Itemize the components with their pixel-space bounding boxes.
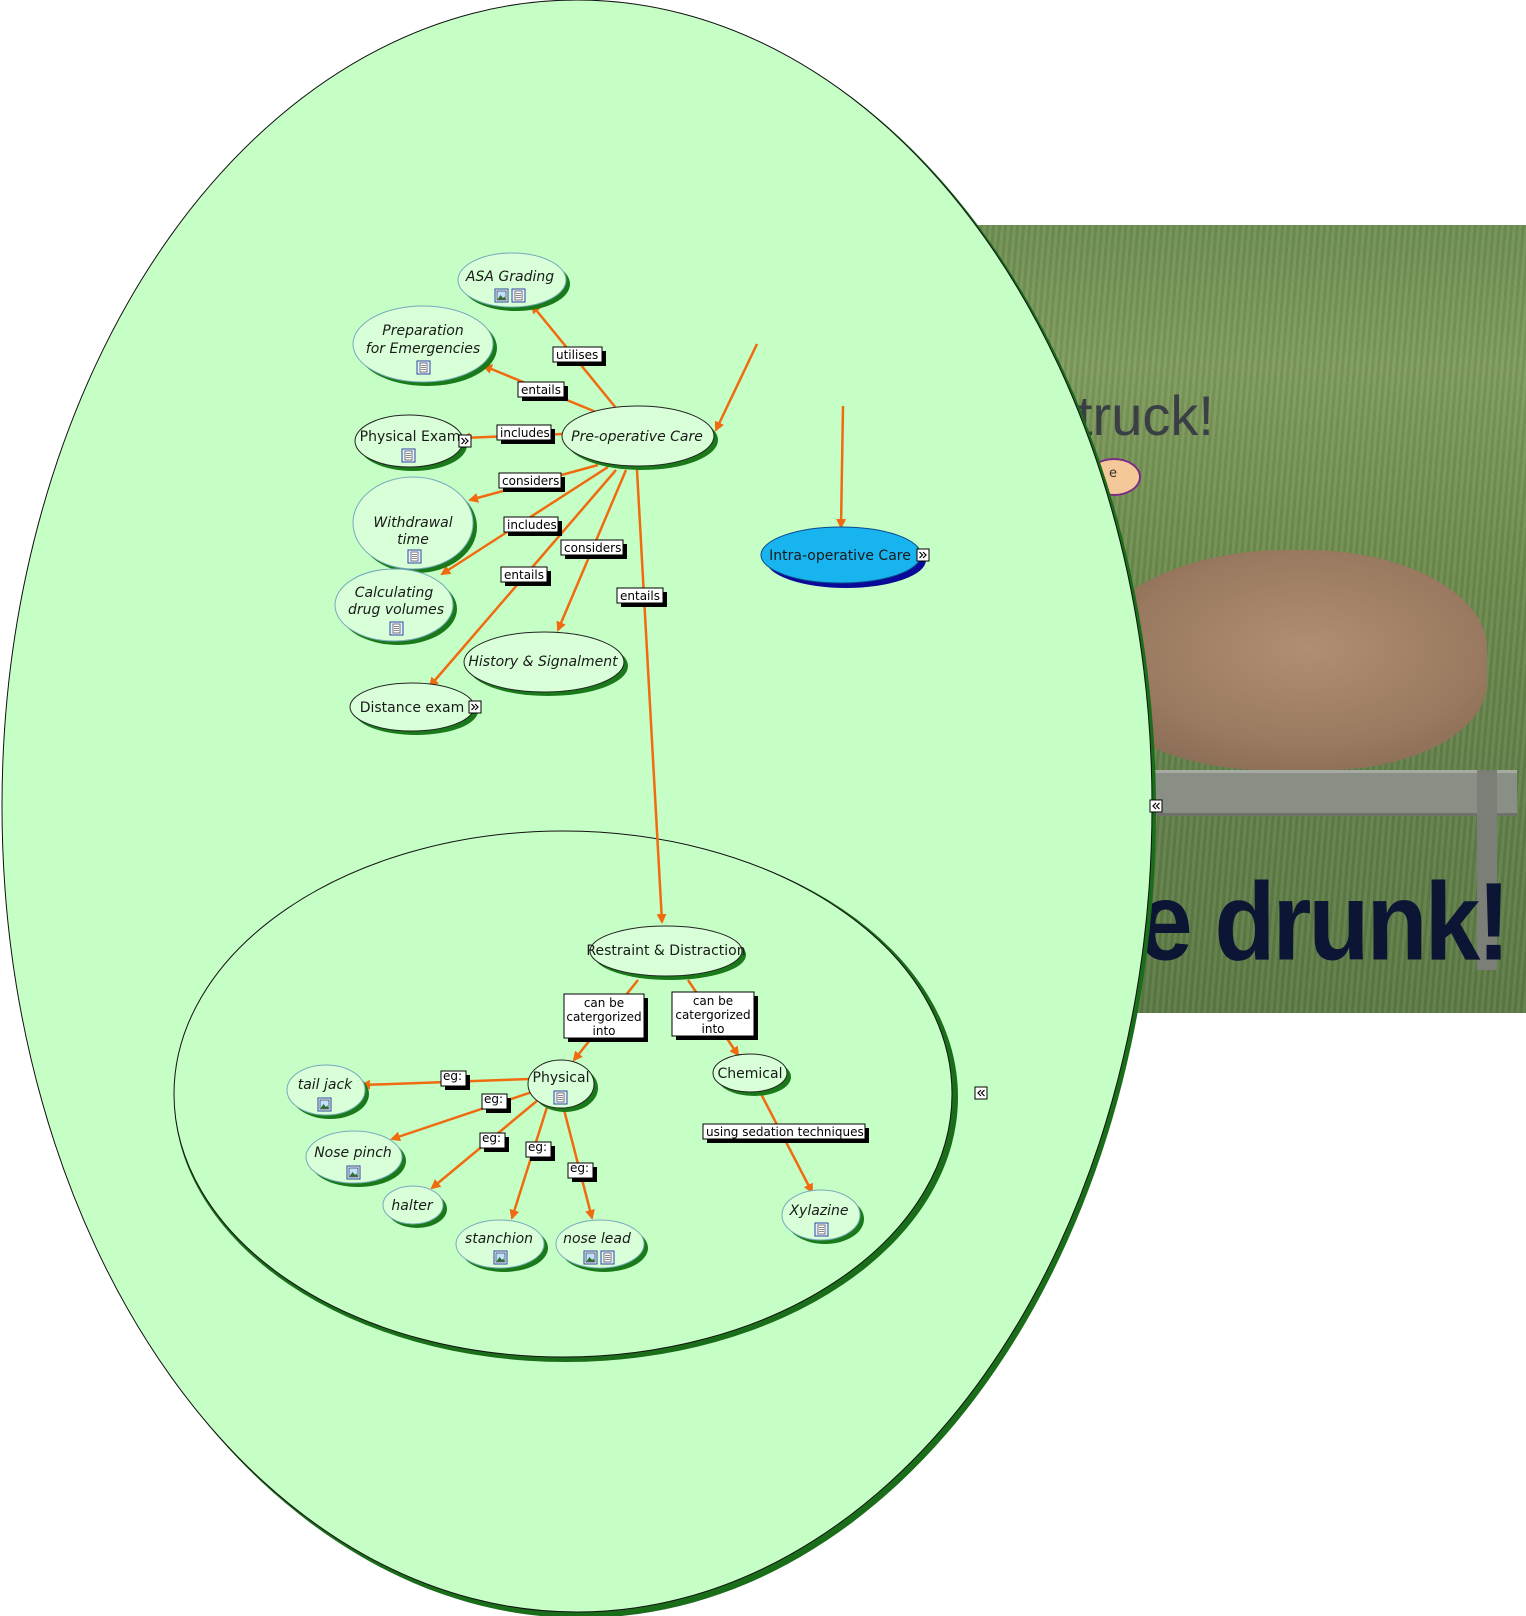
link-label-considers-withdrawal[interactable]: considers: [499, 473, 565, 492]
link-text-eg-3: eg:: [482, 1131, 501, 1145]
node-text-nose-lead: nose lead: [563, 1231, 631, 1247]
link-text-can-be-2-line3: into: [702, 1022, 725, 1036]
link-label-eg-3[interactable]: eg:: [480, 1131, 509, 1152]
expand-icon[interactable]: [469, 701, 481, 713]
link-text-considers-history: considers: [564, 541, 621, 555]
link-text-can-be-1-line2: catergorized: [566, 1010, 641, 1024]
link-text-includes-calc: includes: [507, 518, 557, 532]
node-text-nose-pinch: Nose pinch: [314, 1145, 392, 1161]
link-label-can-be-1[interactable]: can be catergorized into: [564, 994, 648, 1042]
node-text-calc-line2: drug volumes: [348, 602, 444, 618]
expand-icon[interactable]: [917, 549, 929, 561]
link-label-considers-history[interactable]: considers: [561, 540, 627, 559]
image-resource-icon[interactable]: [584, 1251, 597, 1264]
document-resource-icon[interactable]: [815, 1223, 828, 1236]
link-text-entails-restraint: entails: [620, 589, 660, 603]
node-text-stanchion: stanchion: [465, 1231, 533, 1247]
node-text-calc-line1: Calculating: [355, 585, 434, 601]
link-label-includes-calc[interactable]: includes: [504, 517, 562, 536]
document-resource-icon[interactable]: [512, 289, 525, 302]
node-text-withdrawal-line1: Withdrawal: [373, 515, 452, 531]
node-text-xylazine: Xylazine: [788, 1203, 848, 1219]
node-text-pre-operative-care: Pre-operative Care: [571, 429, 703, 445]
link-text-eg-2: eg:: [484, 1092, 503, 1106]
link-text-sedation: using sedation techniques: [706, 1125, 864, 1139]
link-text-entails-prep: entails: [521, 383, 561, 397]
outer-group-collapse-icon[interactable]: [1150, 800, 1162, 812]
document-resource-icon[interactable]: [417, 361, 430, 374]
link-label-includes-exam[interactable]: includes: [497, 425, 555, 444]
link-label-entails-distance[interactable]: entails: [501, 567, 551, 586]
link-text-can-be-2-line1: can be: [693, 994, 733, 1008]
link-label-eg-5[interactable]: eg:: [568, 1161, 597, 1182]
outer-group-ellipse[interactable]: [2, 0, 1152, 1612]
node-text-physical: Physical: [533, 1070, 590, 1086]
image-resource-icon[interactable]: [347, 1166, 360, 1179]
node-text-prep-line2: for Emergencies: [366, 341, 480, 357]
inner-group-collapse-icon[interactable]: [975, 1087, 987, 1099]
link-label-entails-restraint[interactable]: entails: [617, 588, 667, 607]
link-label-entails-prep[interactable]: entails: [518, 382, 568, 401]
image-resource-icon[interactable]: [494, 1251, 507, 1264]
link-text-includes-exam: includes: [500, 426, 550, 440]
node-text-restraint-distraction: Restraint & Distraction: [586, 943, 745, 959]
image-resource-icon[interactable]: [318, 1098, 331, 1111]
link-label-eg-4[interactable]: eg:: [526, 1140, 555, 1161]
node-text-chemical: Chemical: [718, 1066, 783, 1082]
node-text-withdrawal-line2: time: [397, 532, 429, 548]
link-label-eg-1[interactable]: eg:: [441, 1069, 470, 1090]
document-resource-icon[interactable]: [554, 1091, 567, 1104]
node-text-distance-exam: Distance exam: [360, 700, 465, 716]
link-text-entails-distance: entails: [504, 568, 544, 582]
link-text-eg-1: eg:: [443, 1069, 462, 1083]
document-resource-icon[interactable]: [601, 1251, 614, 1264]
link-text-eg-4: eg:: [528, 1140, 547, 1154]
link-text-can-be-2-line2: catergorized: [675, 1008, 750, 1022]
node-text-prep-line1: Preparation: [382, 323, 463, 339]
document-resource-icon[interactable]: [408, 550, 421, 563]
link-text-can-be-1-line1: can be: [584, 996, 624, 1010]
link-text-can-be-1-line3: into: [593, 1024, 616, 1038]
link-text-eg-5: eg:: [570, 1161, 589, 1175]
link-text-considers-withdrawal: considers: [502, 474, 559, 488]
expand-icon[interactable]: [459, 435, 471, 447]
link-label-utilises[interactable]: utilises: [553, 347, 606, 366]
node-text-physical-exam: Physical Exam: [360, 429, 461, 445]
node-text-intra-operative-care: Intra-operative Care: [769, 548, 911, 564]
link-text-utilises: utilises: [556, 348, 598, 362]
document-resource-icon[interactable]: [402, 449, 415, 462]
node-text-tail-jack: tail jack: [298, 1077, 353, 1093]
link-label-sedation[interactable]: using sedation techniques: [703, 1124, 869, 1143]
node-text-history-signalment: History & Signalment: [468, 654, 618, 670]
link-label-can-be-2[interactable]: can be catergorized into: [672, 992, 758, 1040]
node-text-asa-grading: ASA Grading: [465, 269, 554, 285]
document-resource-icon[interactable]: [390, 622, 403, 635]
link-label-eg-2[interactable]: eg:: [482, 1092, 511, 1113]
node-text-halter: halter: [391, 1198, 433, 1214]
image-resource-icon[interactable]: [495, 289, 508, 302]
